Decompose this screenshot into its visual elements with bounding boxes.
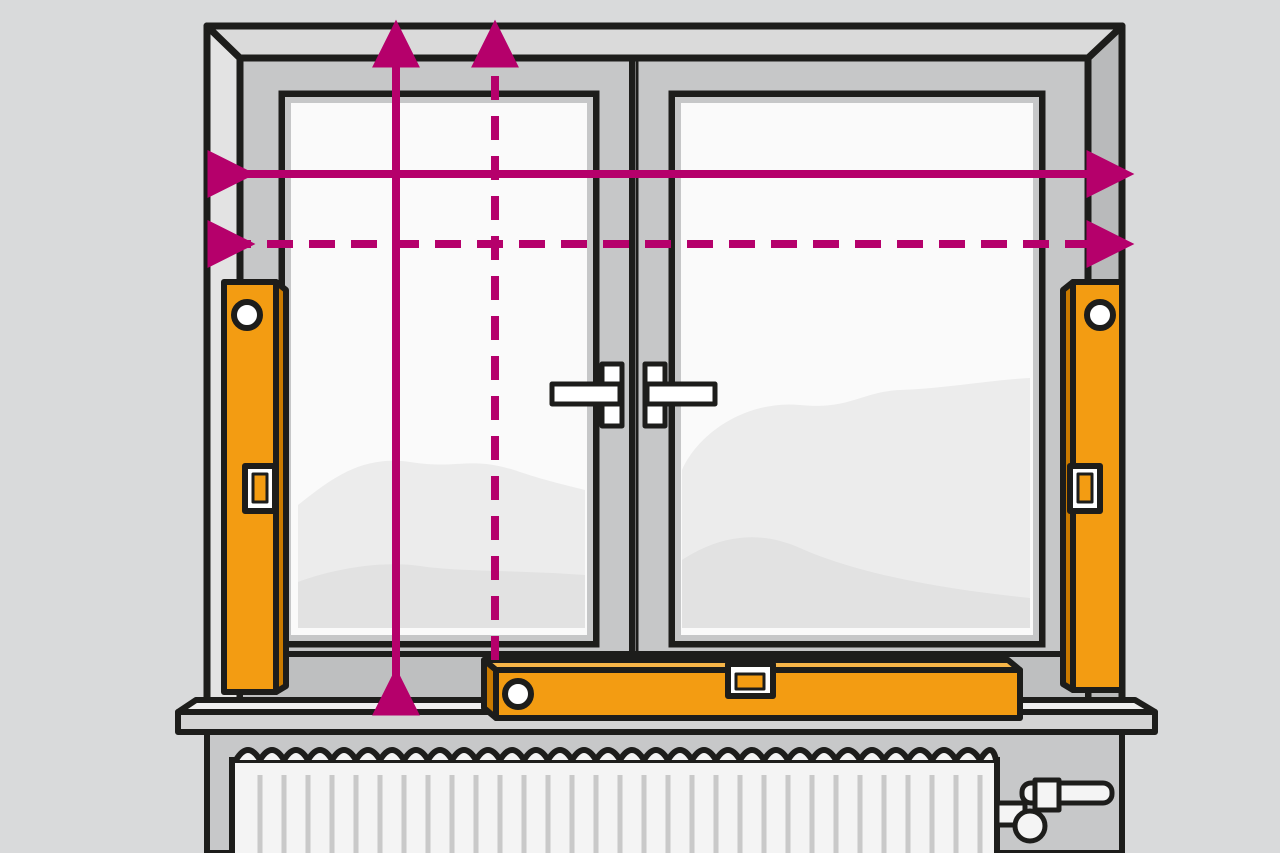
window-handle-icon [549, 361, 718, 429]
spirit-level-left [221, 279, 289, 695]
spirit-level-icon [481, 657, 1023, 721]
spirit-level-right [1060, 279, 1125, 693]
measurement-arrows [207, 19, 1135, 716]
valve-icon [994, 777, 1115, 844]
center-mullion [629, 60, 639, 690]
radiator-icon [229, 747, 1000, 853]
